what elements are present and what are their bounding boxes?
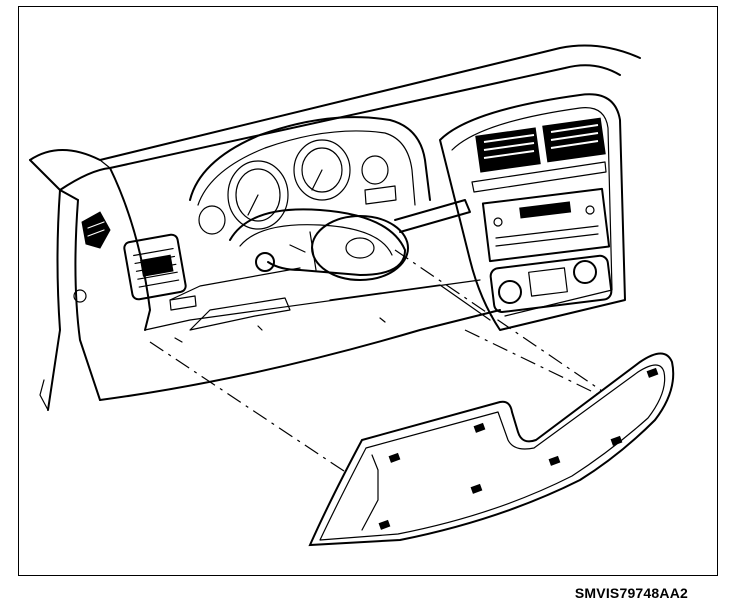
knee-bolster-area xyxy=(169,267,491,343)
speedometer-gauge xyxy=(227,160,289,230)
gauge-cluster xyxy=(198,139,397,235)
hazard-strip xyxy=(471,161,607,193)
climate-controls xyxy=(489,254,613,313)
left-air-vent xyxy=(123,233,197,311)
panel-fastener-hole xyxy=(73,289,87,303)
steering-column-hub xyxy=(311,215,409,281)
figure-frame xyxy=(18,6,718,576)
left-side-vent xyxy=(81,211,111,249)
dash-top-outline xyxy=(29,44,641,201)
instrument-cluster-hood xyxy=(189,116,431,206)
dash-lower-body xyxy=(99,167,501,401)
center-air-vents xyxy=(475,117,606,173)
switch-cluster xyxy=(169,295,197,311)
radio-unit xyxy=(481,187,611,263)
figure-code-label: SMVIS79748AA2 xyxy=(574,585,688,601)
panel-clips xyxy=(378,367,659,530)
left-end-panel xyxy=(39,189,101,411)
fan-knob-icon xyxy=(498,280,522,304)
center-stack xyxy=(439,93,626,331)
trim-panel xyxy=(308,352,675,547)
fuel-gauge xyxy=(198,205,226,235)
steering-wheel xyxy=(229,199,471,281)
temp-gauge xyxy=(361,155,389,185)
temp-knob-icon xyxy=(573,260,597,284)
tachometer-gauge xyxy=(293,139,351,201)
